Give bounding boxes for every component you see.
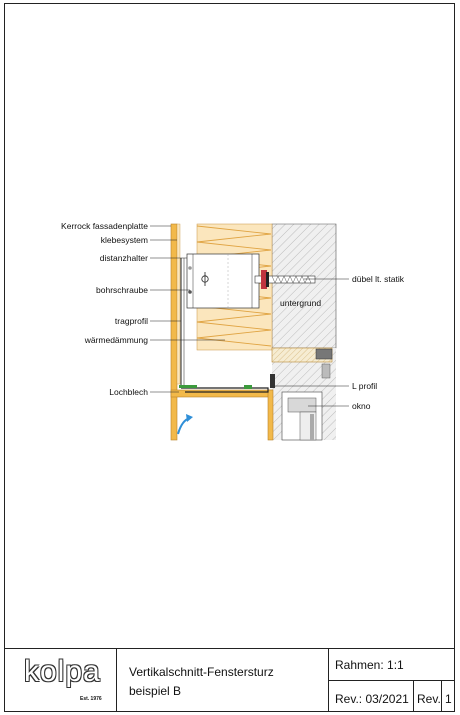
label-bohrschraube: bohrschraube bbox=[96, 285, 148, 295]
revision-label: Rev. bbox=[414, 681, 442, 712]
scale-cell: Rahmen: 1:1 bbox=[329, 649, 455, 681]
l-profil-bracket bbox=[179, 374, 275, 393]
label-l-profil: L profil bbox=[352, 381, 377, 391]
revision-number: 1 bbox=[445, 692, 452, 706]
label-untergrund: untergrund bbox=[280, 298, 321, 308]
logo-cell: kolpa Est. 1976 bbox=[4, 649, 117, 712]
soffit-panel bbox=[170, 389, 274, 441]
kolpa-logo: kolpa bbox=[24, 655, 101, 688]
logo-est: Est. 1976 bbox=[80, 696, 102, 702]
label-tragprofil: tragprofil bbox=[115, 316, 148, 326]
drawing-title: Vertikalschnitt-Fenstersturz bbox=[129, 665, 274, 679]
leader-lines bbox=[150, 225, 349, 407]
tragprofil bbox=[180, 258, 192, 388]
label-okno: okno bbox=[352, 401, 371, 411]
label-klebesystem: klebesystem bbox=[101, 235, 148, 245]
label-waermedaemmung: wärmedämmung bbox=[84, 335, 149, 345]
arrow-head-icon bbox=[186, 414, 193, 422]
window-frame bbox=[281, 363, 331, 441]
title-block: kolpa Est. 1976 Vertikalschnitt-Fensters… bbox=[4, 648, 455, 712]
drawing-subtitle: beispiel B bbox=[129, 684, 182, 698]
lintel-insulation bbox=[271, 347, 333, 363]
label-lochblech: Lochblech bbox=[109, 387, 148, 397]
label-kerrock: Kerrock fassadenplatte bbox=[61, 221, 148, 231]
facade-panel bbox=[170, 223, 181, 441]
duebel-anchor bbox=[254, 270, 316, 289]
drawing-frame bbox=[4, 3, 455, 712]
label-duebel: dübel lt. statik bbox=[352, 274, 405, 284]
title-cell: Vertikalschnitt-Fenstersturz beispiel B bbox=[117, 649, 329, 712]
revision-date: Rev.: 03/2021 bbox=[329, 681, 414, 712]
distanzhalter-bracket bbox=[186, 253, 260, 309]
label-distanzhalter: distanzhalter bbox=[100, 253, 148, 263]
